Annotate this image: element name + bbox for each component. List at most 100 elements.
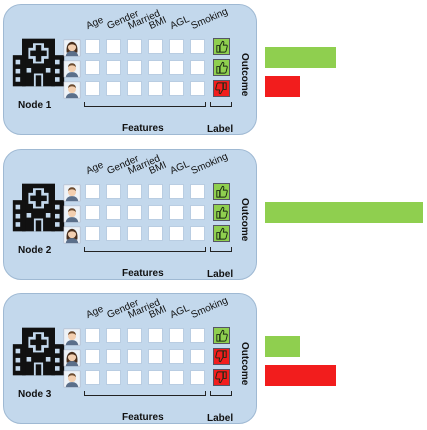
feature-cell (148, 370, 163, 385)
thumbs-up-icon (216, 185, 228, 198)
feature-cell (106, 60, 121, 75)
feature-cell (106, 184, 121, 199)
feature-cell (148, 328, 163, 343)
feature-header: AGL (168, 13, 192, 32)
thumbs-up-icon (216, 40, 228, 53)
features-caption: Features (122, 123, 164, 134)
woman-avatar-icon (63, 226, 81, 244)
feature-cell (148, 60, 163, 75)
feature-header: AGL (168, 158, 192, 177)
node-name: Node 3 (18, 389, 52, 400)
hospital-icon (12, 327, 65, 376)
outcome-bar-negative (265, 76, 300, 97)
feature-cell (106, 349, 121, 364)
feature-cell (106, 328, 121, 343)
feature-cell (169, 39, 184, 54)
feature-cell (190, 81, 205, 96)
feature-cell (190, 370, 205, 385)
label-cell (213, 327, 230, 344)
hospital-icon (12, 183, 65, 232)
label-cell (213, 348, 230, 365)
feature-cell (127, 349, 142, 364)
label-cell (213, 204, 230, 221)
feature-cell (85, 370, 100, 385)
feature-cell (85, 205, 100, 220)
features-bracket (84, 247, 206, 252)
feature-cell (148, 349, 163, 364)
feature-cell (190, 39, 205, 54)
thumbs-up-icon (216, 227, 228, 240)
features-bracket (84, 102, 206, 107)
label-bracket (210, 247, 232, 252)
man-avatar-icon (63, 370, 81, 388)
man-avatar-icon (63, 60, 81, 78)
node-name: Node 2 (18, 245, 52, 256)
label-cell (213, 225, 230, 242)
hospital-icon (12, 38, 65, 87)
thumbs-down-icon (215, 350, 227, 363)
thumbs-down-icon (215, 371, 227, 384)
feature-cell (106, 370, 121, 385)
feature-cell (190, 328, 205, 343)
outcome-bar-positive (265, 336, 300, 357)
thumbs-down-icon (215, 82, 227, 95)
feature-cell (127, 370, 142, 385)
man-avatar-icon (63, 184, 81, 202)
feature-cell (85, 349, 100, 364)
feature-cell (190, 226, 205, 241)
feature-cell (127, 39, 142, 54)
label-bracket (210, 102, 232, 107)
man-avatar-icon (63, 328, 81, 346)
feature-cell (85, 39, 100, 54)
feature-header: Age (84, 159, 106, 177)
feature-cell (106, 226, 121, 241)
thumbs-up-icon (216, 61, 228, 74)
feature-cell (190, 60, 205, 75)
feature-cell (148, 205, 163, 220)
feature-cell (148, 81, 163, 96)
label-cell (213, 369, 230, 386)
label-cell (213, 59, 230, 76)
woman-avatar-icon (63, 349, 81, 367)
outcome-caption: Outcome (239, 53, 250, 97)
feature-cell (169, 370, 184, 385)
feature-header: Smoking (189, 6, 230, 33)
label-caption: Label (207, 269, 234, 280)
feature-cell (169, 205, 184, 220)
feature-cell (106, 81, 121, 96)
feature-cell (85, 81, 100, 96)
feature-cell (85, 60, 100, 75)
feature-cell (190, 349, 205, 364)
woman-avatar-icon (63, 39, 81, 57)
feature-cell (190, 205, 205, 220)
features-bracket (84, 391, 206, 396)
features-caption: Features (122, 412, 164, 423)
feature-header: Age (84, 303, 106, 321)
feature-cell (148, 184, 163, 199)
features-caption: Features (122, 268, 164, 279)
man-avatar-icon (63, 205, 81, 223)
label-cell (213, 80, 230, 97)
feature-cell (85, 226, 100, 241)
feature-cell (106, 205, 121, 220)
feature-cell (169, 349, 184, 364)
feature-cell (190, 184, 205, 199)
man-avatar-icon (63, 81, 81, 99)
label-bracket (210, 391, 232, 396)
feature-cell (127, 81, 142, 96)
feature-cell (127, 60, 142, 75)
feature-cell (127, 205, 142, 220)
label-caption: Label (207, 413, 234, 424)
thumbs-up-icon (216, 329, 228, 342)
feature-header: Smoking (189, 295, 230, 321)
feature-header: Age (84, 14, 106, 32)
feature-header: AGL (168, 302, 192, 321)
thumbs-up-icon (216, 206, 228, 219)
feature-header: Smoking (189, 151, 230, 177)
label-caption: Label (207, 124, 234, 135)
